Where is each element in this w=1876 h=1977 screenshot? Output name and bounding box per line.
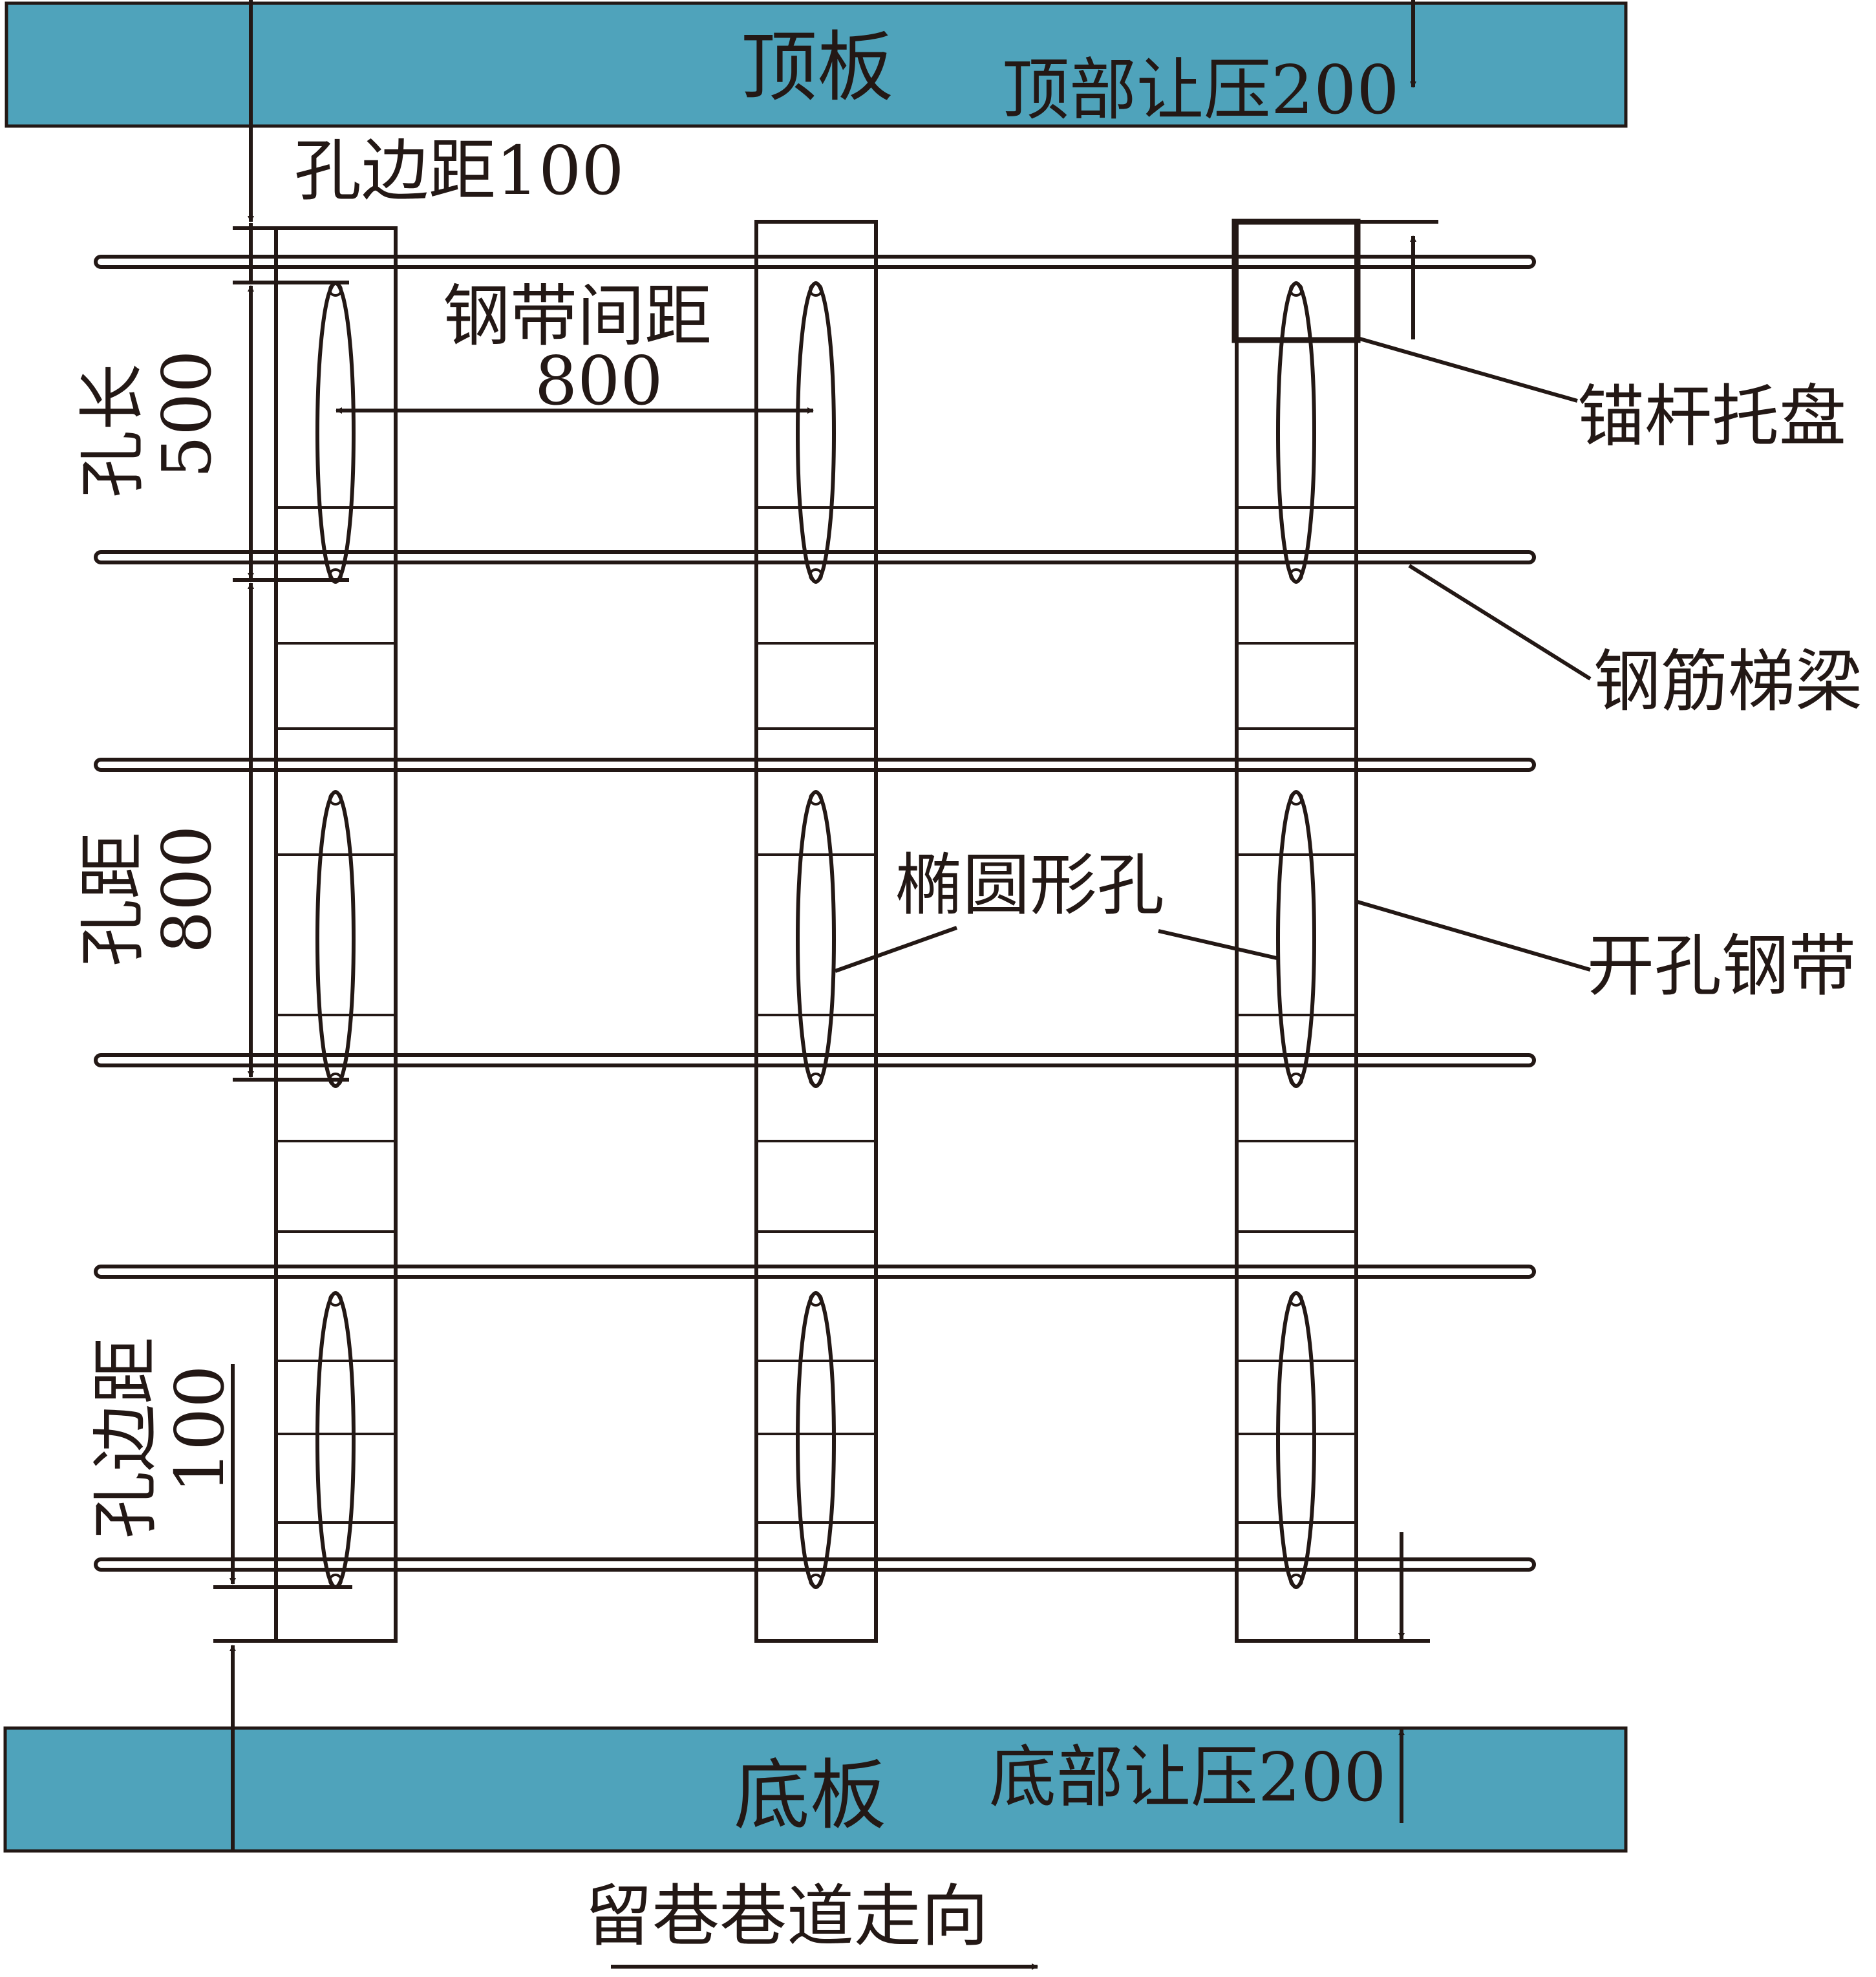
elliptical-hole xyxy=(796,281,836,584)
hole-end-circle xyxy=(1289,791,1303,806)
label-elliptical-hole: 椭圆形孔 xyxy=(895,846,1164,924)
hole-end-circle xyxy=(809,568,823,582)
hole-end-circle xyxy=(809,283,823,297)
label-top-yield: 顶部让压200 xyxy=(1002,50,1400,129)
label-hole-length-value: 500 xyxy=(147,350,226,478)
steel-bands xyxy=(274,220,1358,1643)
hole-end-circle xyxy=(809,791,823,806)
label-anchor-tray: 锚杆托盘 xyxy=(1577,377,1846,456)
hole-end-circle xyxy=(1289,1574,1303,1588)
anchor-tray-box xyxy=(1231,219,1361,343)
floor-plate xyxy=(3,1726,1628,1853)
elliptical-hole xyxy=(1276,790,1316,1088)
leader-slotted-band xyxy=(1357,900,1591,972)
elliptical-hole xyxy=(315,790,356,1088)
label-hole-spacing-value: 800 xyxy=(147,825,226,954)
label-hole-spacing-text: 孔距 xyxy=(73,832,152,967)
hole-end-circle xyxy=(328,791,343,806)
elliptical-hole xyxy=(1276,281,1316,584)
steel-band xyxy=(754,220,878,1643)
roof-plate xyxy=(5,1,1628,128)
hole-end-circle xyxy=(1289,568,1303,582)
leader-hole-right xyxy=(1158,929,1277,960)
elliptical-hole xyxy=(1276,1291,1316,1589)
label-hole-length-text: 孔长 xyxy=(73,363,152,498)
label-hole-edge-top: 孔边距100 xyxy=(294,131,624,210)
steel-band xyxy=(1235,220,1358,1643)
label-bottom-yield: 底部让压200 xyxy=(989,1738,1387,1817)
hole-end-circle xyxy=(1289,1073,1303,1087)
hole-end-circle xyxy=(1289,283,1303,297)
ladder-beam xyxy=(94,550,1536,564)
leader-hole-middle xyxy=(834,926,958,973)
elliptical-hole xyxy=(796,790,836,1088)
label-ladder-beam: 钢筋梯梁 xyxy=(1594,642,1862,721)
label-hole-spacing: 孔距 800 xyxy=(73,825,226,967)
hole-end-circle xyxy=(809,1574,823,1588)
elliptical-holes xyxy=(315,281,1316,1589)
label-hole-edge-bottom-value: 100 xyxy=(160,1365,239,1493)
hole-end-circle xyxy=(328,1292,343,1307)
hole-end-circle xyxy=(1289,1292,1303,1307)
elliptical-hole xyxy=(796,1291,836,1589)
ladder-beam xyxy=(94,758,1536,772)
band-cross-lines xyxy=(276,506,1356,1524)
ladder-beam xyxy=(94,1265,1536,1279)
hole-end-circle xyxy=(809,1073,823,1087)
label-hole-edge-bottom-text: 孔边距 xyxy=(86,1337,165,1539)
ladder-beams xyxy=(94,255,1536,1572)
ladder-beam xyxy=(94,1557,1536,1572)
label-slotted-band: 开孔钢带 xyxy=(1587,926,1856,1005)
label-direction: 留巷巷道走向 xyxy=(585,1877,988,1956)
hole-end-circle xyxy=(809,1292,823,1307)
ladder-beam xyxy=(94,1053,1536,1067)
label-hole-edge-bottom: 孔边距 100 xyxy=(86,1337,239,1539)
label-band-spacing-text: 钢带间距 xyxy=(443,277,712,356)
elliptical-hole xyxy=(315,281,356,584)
roof-plate-label: 顶板 xyxy=(741,23,893,112)
ladder-beam xyxy=(94,255,1536,269)
steel-band xyxy=(274,226,398,1643)
leader-ladder-beam xyxy=(1408,564,1592,681)
elliptical-hole xyxy=(315,1291,356,1589)
floor-plate-label: 底板 xyxy=(734,1751,886,1840)
label-hole-length: 孔长 500 xyxy=(73,350,226,498)
leader-anchor-tray xyxy=(1357,336,1578,403)
label-band-spacing-value: 800 xyxy=(535,341,663,420)
